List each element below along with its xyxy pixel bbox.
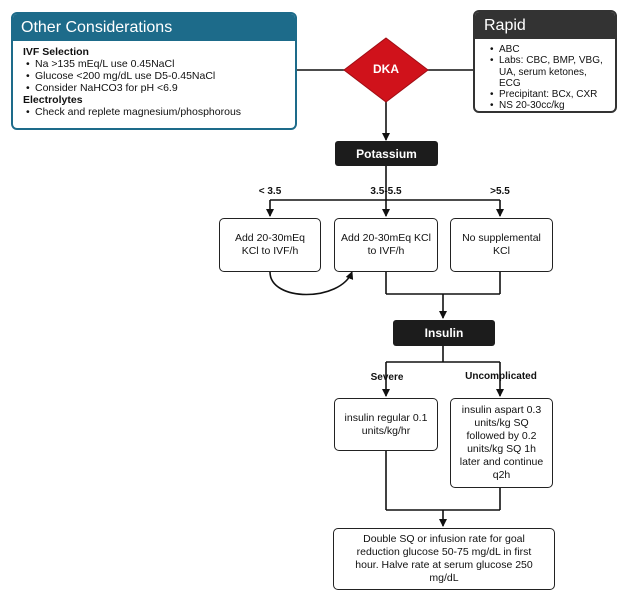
dka-label: DKA [373, 62, 399, 76]
other-considerations-panel: Other Considerations IVF Selection Na >1… [11, 12, 297, 130]
rapid-assessment-item: ABC [490, 44, 611, 56]
rapid-assessment-panel: Rapid Assessment ABC Labs: CBC, BMP, VBG… [473, 10, 617, 113]
ivf-item: Glucose <200 mg/dL use D5-0.45NaCl [26, 70, 287, 82]
ivf-item: Na >135 mEq/L use 0.45NaCl [26, 58, 287, 70]
ivf-item: Consider NaHCO3 for pH <6.9 [26, 82, 287, 94]
k-low-action-box: Add 20-30mEq KCl to IVF/h [219, 218, 321, 272]
k-high-label: >5.5 [490, 186, 510, 197]
k-mid-label: 3.5-5.5 [370, 186, 402, 197]
rapid-assessment-list: ABC Labs: CBC, BMP, VBG, UA, serum keton… [487, 44, 611, 111]
k-low-label: < 3.5 [258, 186, 282, 197]
k-high-action-box: No supplemental KCl [450, 218, 553, 272]
potassium-node: Potassium [335, 141, 438, 166]
other-considerations-title: Other Considerations [13, 14, 295, 41]
severe-label: Severe [370, 372, 404, 383]
severe-action-box: insulin regular 0.1 units/kg/hr [334, 398, 438, 451]
final-action-box: Double SQ or infusion rate for goal redu… [333, 528, 555, 590]
rapid-assessment-body: ABC Labs: CBC, BMP, VBG, UA, serum keton… [475, 39, 615, 111]
dka-diamond [343, 37, 429, 103]
electrolytes-item: Check and replete magnesium/phosphorous [26, 106, 287, 118]
electrolytes-heading: Electrolytes [23, 94, 83, 106]
rapid-assessment-item: Labs: CBC, BMP, VBG, UA, serum ketones, … [490, 55, 611, 89]
ivf-selection-heading: IVF Selection [23, 46, 89, 58]
insulin-node: Insulin [393, 320, 495, 346]
k-low-loop-arrow [269, 271, 354, 296]
uncomplicated-action-box: insulin aspart 0.3 units/kg SQ followed … [450, 398, 553, 488]
other-considerations-body: IVF Selection Na >135 mEq/L use 0.45NaCl… [13, 41, 295, 118]
k-mid-action-box: Add 20-30mEq KCl to IVF/h [334, 218, 438, 272]
electrolytes-list: Check and replete magnesium/phosphorous [23, 106, 287, 118]
rapid-assessment-item: Precipitant: BCx, CXR [490, 89, 611, 101]
rapid-assessment-item: NS 20-30cc/kg [490, 100, 611, 111]
rapid-assessment-title: Rapid Assessment [475, 12, 615, 61]
uncomplicated-label: Uncomplicated [465, 371, 537, 382]
ivf-selection-list: Na >135 mEq/L use 0.45NaCl Glucose <200 … [23, 58, 287, 94]
